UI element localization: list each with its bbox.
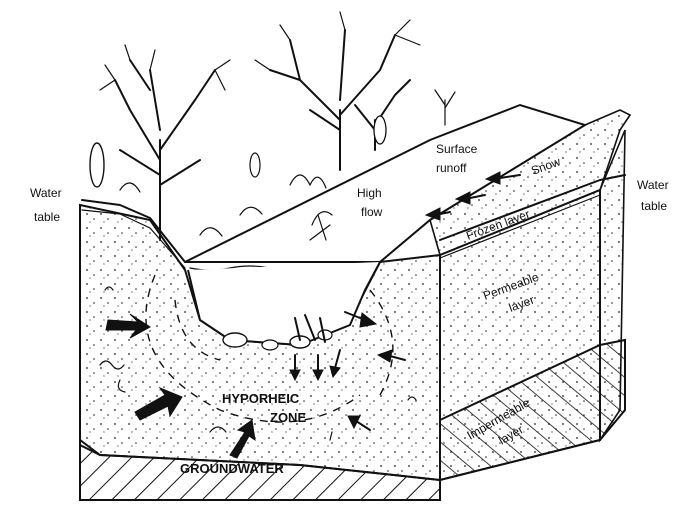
tree-left bbox=[100, 45, 230, 240]
water-table-left-label: Water table bbox=[30, 186, 65, 224]
streambed-stone bbox=[223, 333, 247, 347]
water-table-right-label: Water table bbox=[637, 178, 672, 213]
tree-center bbox=[255, 12, 420, 170]
groundwater-label: GROUNDWATER bbox=[180, 461, 284, 476]
